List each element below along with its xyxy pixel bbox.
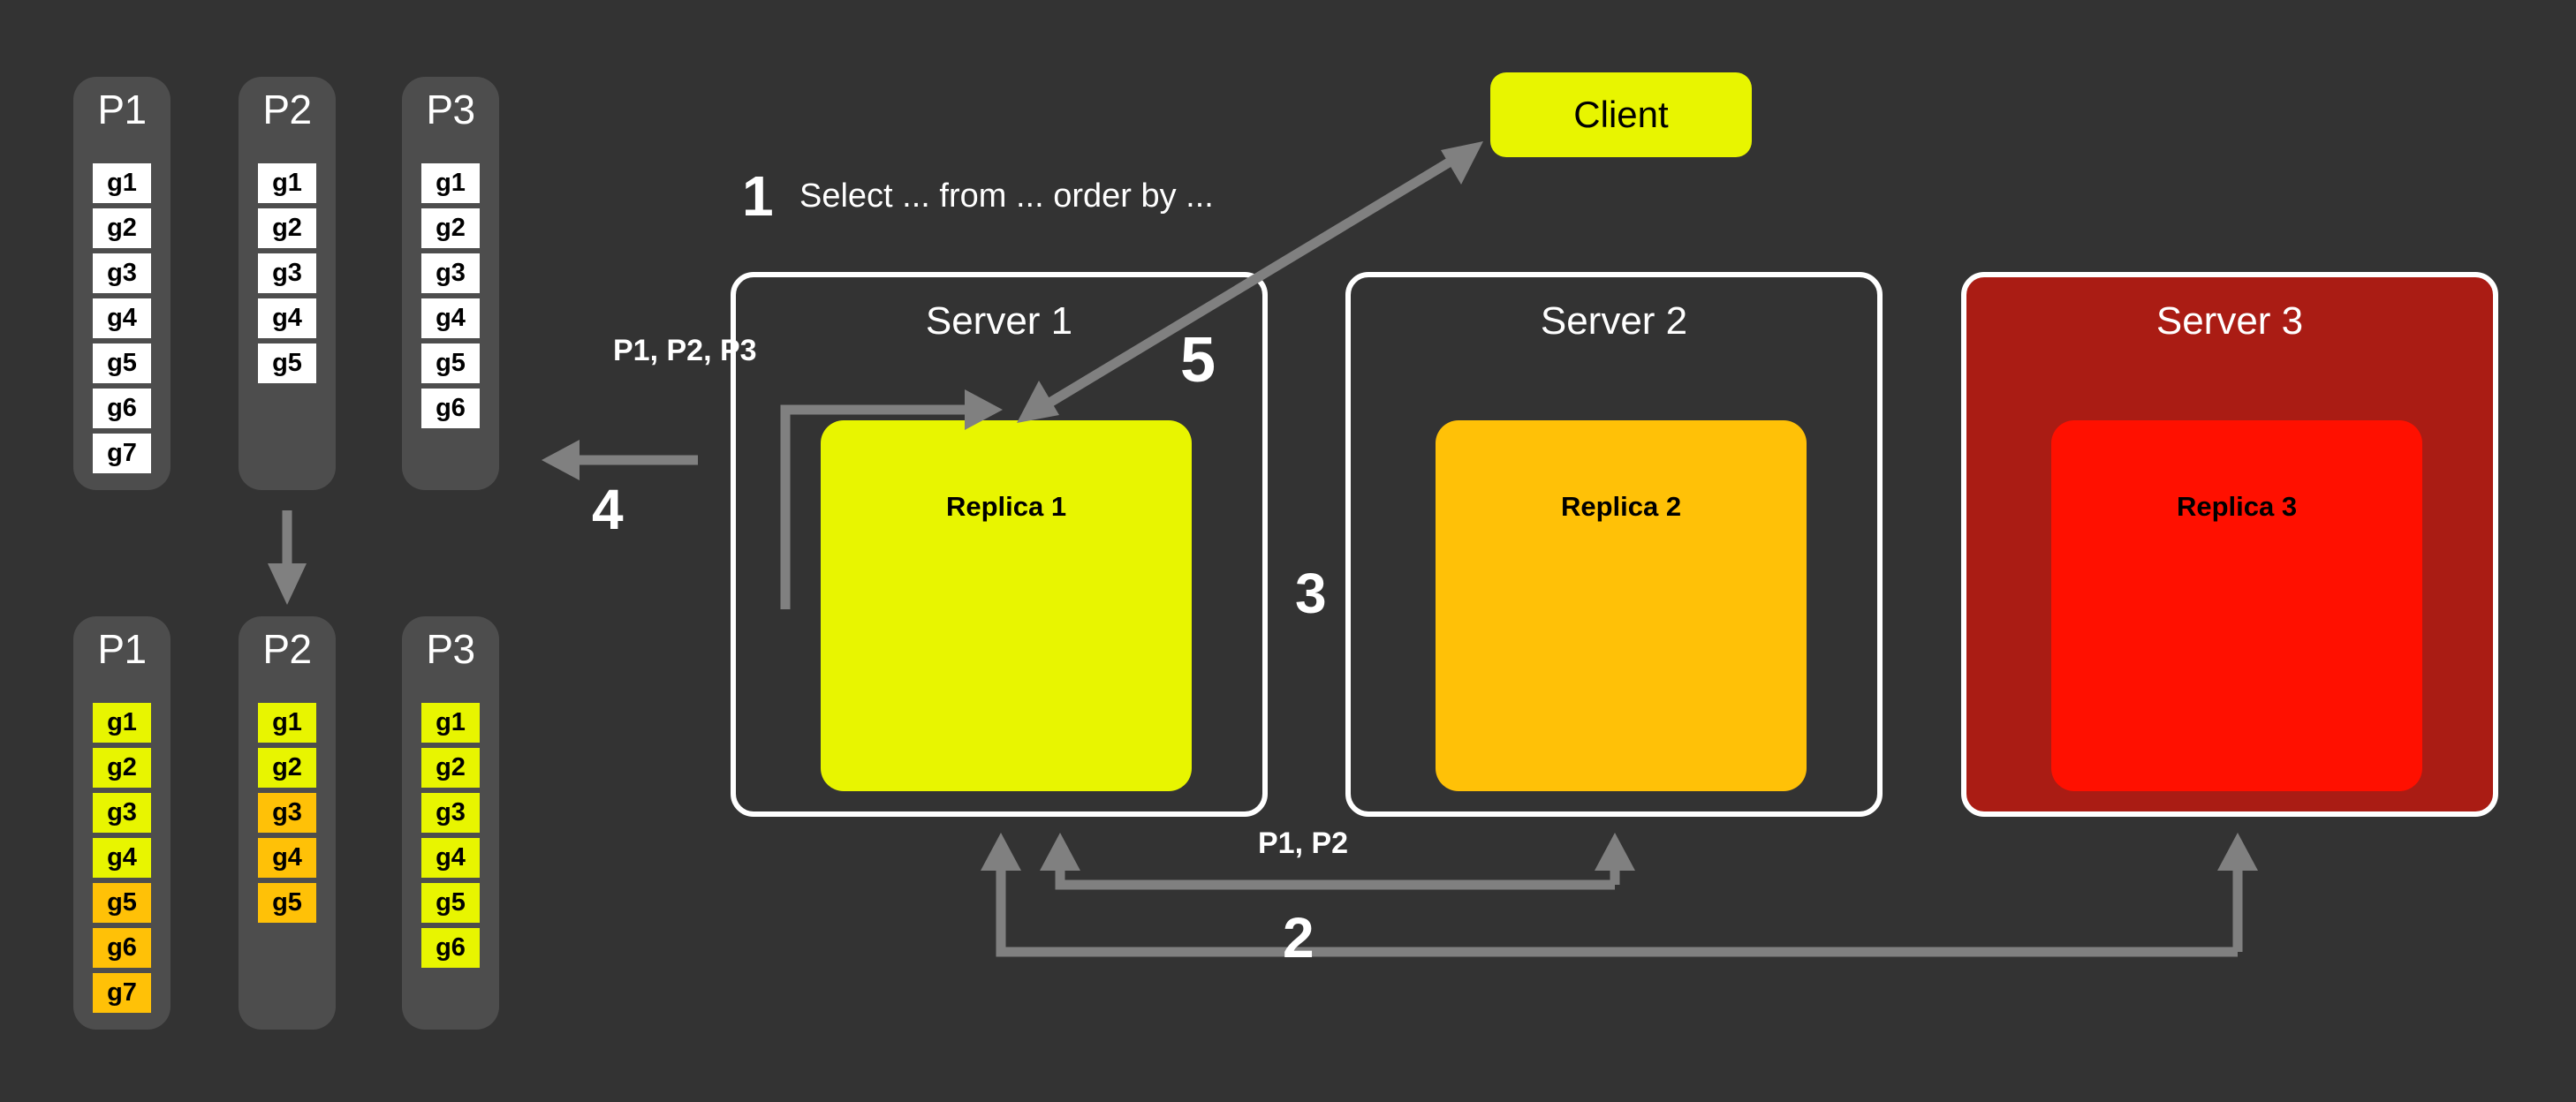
partition-cell: g6: [93, 928, 151, 968]
partition-cell: g1: [421, 703, 480, 743]
partition-cell: g3: [258, 793, 316, 833]
replica-label: Replica 1: [945, 491, 1067, 522]
client-label: Client: [1573, 94, 1669, 135]
partition-cell: g4: [258, 298, 316, 338]
partition-cell: g6: [93, 389, 151, 428]
partition-cell: g3: [93, 793, 151, 833]
partition-cell: g7: [93, 973, 151, 1013]
partition-cell: g5: [258, 343, 316, 383]
partition-column-p3-after: P3 g1 g2 g3 g4 g5 g6: [402, 616, 499, 1030]
replica-3-box[interactable]: Replica 3: [2051, 420, 2422, 791]
partition-cell: g5: [421, 883, 480, 923]
step-number-3: 3: [1295, 562, 1327, 625]
partition-cell: g5: [93, 883, 151, 923]
partition-cell: g4: [93, 298, 151, 338]
route-label-p1p2p3: P1, P2, P3: [613, 334, 757, 367]
partition-title: P3: [426, 626, 475, 672]
partition-title: P1: [97, 87, 147, 132]
partition-title: P2: [262, 87, 312, 132]
partition-column-p1-after: P1 g1 g2 g3 g4 g5 g6 g7: [73, 616, 170, 1030]
partition-cell: g6: [421, 389, 480, 428]
partition-cell: g2: [258, 748, 316, 788]
partition-cell: g3: [421, 793, 480, 833]
replica-2-box[interactable]: Replica 2: [1436, 420, 1807, 791]
partition-cell: g4: [421, 838, 480, 878]
replica-label: Replica 3: [2176, 491, 2298, 522]
partition-cell: g2: [258, 208, 316, 248]
partition-cell: g1: [93, 703, 151, 743]
partition-cell: g4: [258, 838, 316, 878]
replica-1-box[interactable]: Replica 1: [821, 420, 1192, 791]
partition-column-p2-before: P2 g1 g2 g3 g4 g5: [239, 77, 336, 490]
partition-cell: g2: [421, 748, 480, 788]
partition-cell: g4: [421, 298, 480, 338]
partition-cell: g1: [421, 163, 480, 203]
replica-label: Replica 2: [1560, 491, 1682, 522]
partition-cell: g2: [93, 208, 151, 248]
arrow-step-2-server3-to-server1: [981, 833, 2258, 957]
step-number-1: 1: [742, 164, 774, 228]
partition-cell: g6: [421, 928, 480, 968]
arrow-p2-down: [268, 510, 307, 605]
partition-cell: g3: [93, 253, 151, 293]
server-title: Server 2: [1540, 299, 1688, 343]
partition-cell: g2: [421, 208, 480, 248]
server-3-box[interactable]: Server 3 Replica 3: [1961, 272, 2498, 817]
partition-title: P1: [97, 626, 147, 672]
partition-title: P3: [426, 87, 475, 132]
arrow-step-4-left: [542, 440, 698, 480]
partition-title: P2: [262, 626, 312, 672]
step-number-5: 5: [1180, 325, 1216, 396]
client-box[interactable]: Client: [1490, 72, 1752, 157]
partition-column-p2-after: P2 g1 g2 g3 g4 g5: [239, 616, 336, 1030]
partition-cell: g1: [93, 163, 151, 203]
partition-column-p1-before: P1 g1 g2 g3 g4 g5 g6 g7: [73, 77, 170, 490]
partition-column-p3-before: P3 g1 g2 g3 g4 g5 g6: [402, 77, 499, 490]
partition-cell: g5: [421, 343, 480, 383]
route-label-p1p2: P1, P2: [1258, 826, 1349, 860]
partition-cell: g2: [93, 748, 151, 788]
partition-cell: g7: [93, 434, 151, 473]
step-number-4: 4: [592, 478, 624, 541]
partition-cell: g5: [258, 883, 316, 923]
partition-cell: g1: [258, 703, 316, 743]
partition-cell: g5: [93, 343, 151, 383]
query-text-label: Select ... from ... order by ...: [799, 177, 1214, 215]
partition-cell: g3: [421, 253, 480, 293]
partition-cell: g3: [258, 253, 316, 293]
server-2-box[interactable]: Server 2 Replica 2: [1345, 272, 1883, 817]
partition-cell: g1: [258, 163, 316, 203]
server-title: Server 3: [2156, 299, 2304, 343]
partition-cell: g4: [93, 838, 151, 878]
step-number-2: 2: [1283, 906, 1315, 970]
